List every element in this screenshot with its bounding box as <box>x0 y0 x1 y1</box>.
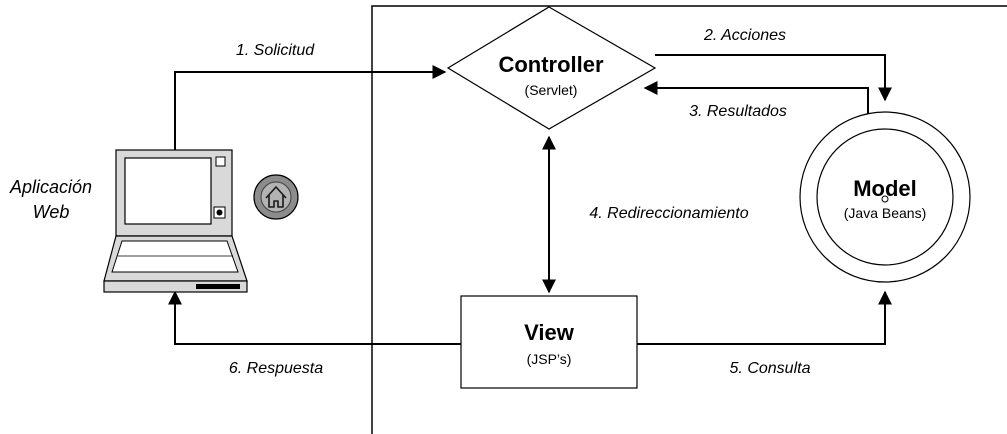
client-label-line2: Web <box>33 202 70 222</box>
edge-query-arrow <box>637 290 892 345</box>
laptop-computer-icon <box>103 149 248 293</box>
server-boundary <box>371 5 1007 434</box>
laptop-keyboard <box>111 240 239 273</box>
model-node: Model (Java Beans) <box>799 111 971 283</box>
laptop-screen <box>124 157 212 225</box>
edge-request-arrow <box>174 65 447 150</box>
edge-results-label: 3. Resultados <box>689 103 787 120</box>
laptop-drive-slot <box>196 284 240 289</box>
edge-response-arrow <box>168 290 461 345</box>
edge-response-label: 6. Respuesta <box>229 360 323 377</box>
edge-request-label: 1. Solicitud <box>236 42 315 59</box>
model-subtitle: (Java Beans) <box>844 205 926 221</box>
laptop-power-dot <box>216 209 223 216</box>
view-box <box>460 295 638 389</box>
view-subtitle: (JSP’s) <box>527 351 572 367</box>
controller-diamond <box>446 6 657 130</box>
controller-title: Controller <box>498 52 604 77</box>
home-house-shape <box>265 186 287 208</box>
home-icon[interactable] <box>253 174 299 220</box>
edge-actions-arrow <box>655 54 892 102</box>
view-title: View <box>524 320 575 345</box>
controller-node: Controller (Servlet) <box>446 6 657 130</box>
edge-actions-label: 2. Acciones <box>703 27 786 44</box>
edge-query-label: 5. Consulta <box>730 360 811 377</box>
controller-subtitle: (Servlet) <box>525 82 578 98</box>
edge-redirect-label: 4. Redireccionamiento <box>589 205 748 222</box>
model-center-dot <box>881 195 889 203</box>
laptop-front <box>103 280 248 293</box>
client-label-line1: Aplicación <box>9 177 92 197</box>
laptop-indicator-square <box>215 156 226 167</box>
view-node: View (JSP’s) <box>460 295 638 389</box>
